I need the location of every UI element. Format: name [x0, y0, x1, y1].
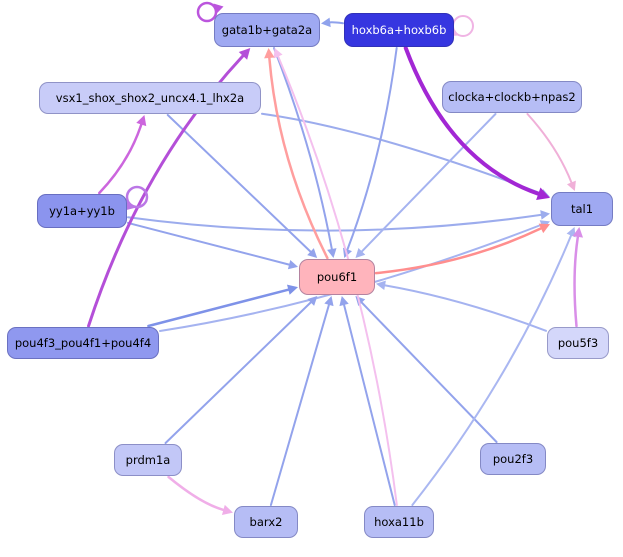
edge-hoxb6a-pou6f1[interactable]	[343, 47, 398, 258]
edge-loop-yy1a[interactable]	[124, 185, 149, 211]
node-label: pou6f1	[316, 270, 358, 284]
edge-hoxb6a-gata1b[interactable]	[321, 17, 344, 28]
node-label: pou2f3	[492, 452, 534, 466]
arrowhead	[124, 199, 135, 211]
edge-hoxa11b-pou6f1[interactable]	[339, 296, 396, 506]
node-label: tal1	[570, 202, 594, 216]
edge-yy1a-pou6f1[interactable]	[127, 221, 298, 270]
arrowhead	[213, 3, 224, 15]
edge-clocka-pou6f1[interactable]	[355, 113, 497, 258]
node-pou6f1[interactable]: pou6f1	[299, 259, 375, 295]
node-pou2f3[interactable]: pou2f3	[480, 443, 546, 475]
arrowhead	[324, 296, 334, 307]
arrowhead	[307, 248, 318, 258]
arrowhead	[339, 296, 349, 307]
arrowhead	[287, 284, 298, 295]
node-gata1b[interactable]: gata1b+gata2a	[214, 13, 320, 47]
edge-pou5f3-tal1[interactable]	[572, 227, 584, 328]
edge-gata1b-pou6f1[interactable]	[272, 47, 337, 258]
edge-pou5f3-pou6f1[interactable]	[376, 280, 547, 332]
node-vsx1[interactable]: vsx1_shox_shox2_uncx4.1_lhx2a	[39, 82, 261, 114]
node-label: hoxb6a+hoxb6b	[351, 23, 447, 37]
node-hoxa11b[interactable]: hoxa11b	[364, 506, 434, 538]
node-label: pou4f3_pou4f1+pou4f4	[14, 336, 152, 350]
arrowhead	[287, 259, 298, 270]
arrowhead	[566, 227, 576, 238]
edge-vsx1-pou6f1[interactable]	[166, 114, 318, 258]
arrowhead	[321, 17, 331, 28]
edge-yy1a-tal1[interactable]	[127, 210, 550, 232]
arrowhead	[307, 296, 318, 306]
node-label: pou5f3	[557, 336, 599, 350]
node-clocka[interactable]: clocka+clockb+npas2	[442, 81, 582, 113]
node-label: clocka+clockb+npas2	[448, 90, 576, 104]
node-pou4f3[interactable]: pou4f3_pou4f1+pou4f4	[7, 327, 159, 359]
node-label: gata1b+gata2a	[221, 23, 313, 37]
edge-yy1a-vsx1[interactable]	[98, 115, 147, 195]
arrowhead	[355, 248, 366, 258]
edge-hoxa11b-tal1[interactable]	[411, 227, 576, 506]
arrowhead	[536, 187, 550, 200]
node-hoxb6a[interactable]: hoxb6a+hoxb6b	[344, 13, 454, 47]
edge-pou6f1-tal1[interactable]	[374, 223, 550, 275]
node-prdm1a[interactable]: prdm1a	[114, 444, 182, 476]
arrowhead	[238, 48, 251, 60]
arrowhead	[566, 180, 576, 191]
arrowhead	[264, 48, 275, 59]
arrowhead	[136, 115, 147, 127]
node-pou5f3[interactable]: pou5f3	[547, 327, 609, 359]
edge-prdm1a-barx2[interactable]	[167, 475, 233, 515]
edge-hoxb6a-tal1[interactable]	[403, 46, 550, 200]
node-label: yy1a+yy1b	[49, 204, 115, 218]
arrowhead	[540, 210, 550, 220]
node-label: hoxa11b	[374, 515, 424, 529]
node-barx2[interactable]: barx2	[234, 506, 298, 538]
edge-pou4f3-pou6f1[interactable]	[147, 284, 298, 328]
arrowhead	[273, 48, 283, 59]
node-yy1a[interactable]: yy1a+yy1b	[37, 194, 127, 228]
edge-pou2f3-pou6f1[interactable]	[355, 296, 498, 443]
node-label: vsx1_shox_shox2_uncx4.1_lhx2a	[55, 91, 245, 105]
node-tal1[interactable]: tal1	[551, 192, 613, 226]
edge-loop-gata1b[interactable]	[196, 1, 224, 23]
edge-barx2-pou6f1[interactable]	[269, 296, 334, 506]
node-label: prdm1a	[125, 453, 171, 467]
node-label: barx2	[249, 515, 283, 529]
arrowhead	[572, 227, 584, 238]
edge-clocka-tal1[interactable]	[526, 113, 576, 191]
arrowhead	[327, 248, 337, 258]
arrowhead	[376, 280, 386, 291]
arrowhead	[538, 223, 550, 234]
arrowhead	[221, 504, 233, 515]
edge-pou6f1-gata1b[interactable]	[264, 48, 329, 260]
edge-prdm1a-pou6f1[interactable]	[164, 296, 318, 444]
